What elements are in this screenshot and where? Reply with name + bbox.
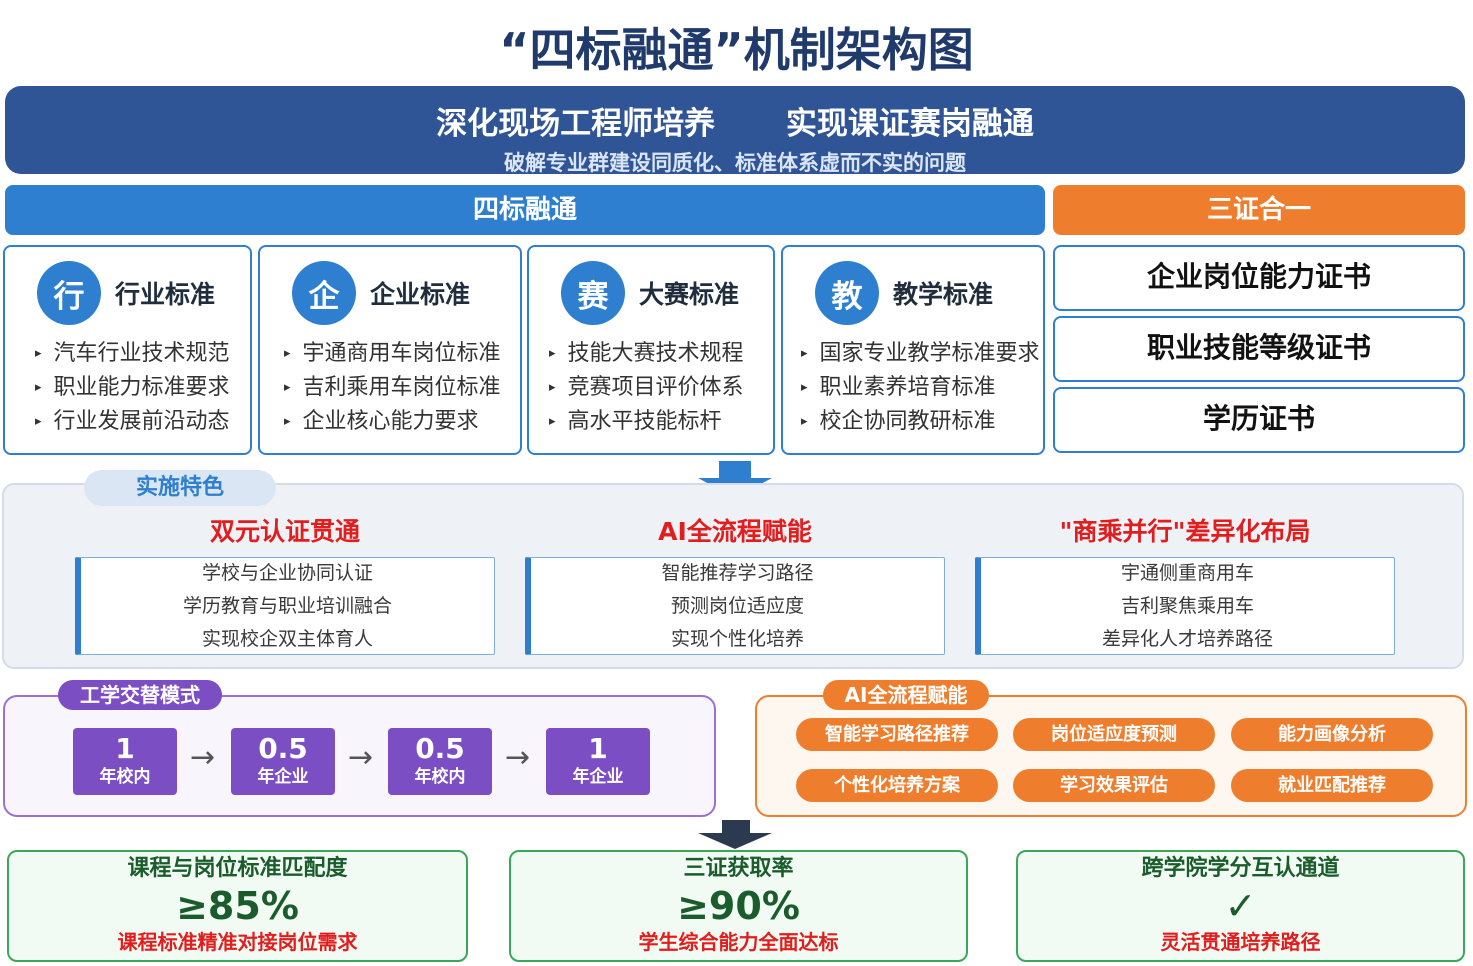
down-arrow-stem bbox=[722, 820, 750, 834]
work-study-tag: 工学交替模式 bbox=[58, 680, 222, 710]
standard-card-title: 大赛标准 bbox=[639, 280, 740, 309]
stage-duration: 0.5 bbox=[415, 732, 465, 765]
standard-card-enterprise: 企 企业标准 宇通商用车岗位标准 吉利乘用车岗位标准 企业核心能力要求 bbox=[258, 245, 522, 455]
standard-card-industry: 行 行业标准 汽车行业技术规范 职业能力标准要求 行业发展前沿动态 bbox=[3, 245, 252, 455]
feature-item: 学校与企业协同认证 bbox=[201, 562, 373, 584]
feature-item: 实现校企双主体育人 bbox=[201, 628, 373, 650]
metric-label: 课程与岗位标准匹配度 bbox=[127, 856, 348, 881]
standard-card-list: 技能大赛技术规程 竞赛项目评价体系 高水平技能标杆 bbox=[549, 337, 744, 439]
stage-duration: 1 bbox=[115, 732, 135, 765]
stage-location: 年企业 bbox=[572, 767, 624, 787]
banner-subtitle: 破解专业群建设同质化、标准体系虚而不实的问题 bbox=[504, 151, 966, 175]
list-item: 校企协同教研标准 bbox=[801, 405, 1040, 439]
list-item: 职业能力标准要求 bbox=[35, 371, 230, 405]
banner-main: 深化现场工程师培养 实现课证赛岗融通 bbox=[5, 98, 1465, 143]
feature-item: 宇通侧重商用车 bbox=[1120, 562, 1254, 584]
ai-feature-pill: 学习效果评估 bbox=[1013, 769, 1215, 802]
feature-title: "商乘并行"差异化布局 bbox=[1059, 517, 1311, 546]
ai-feature-pill: 个性化培养方案 bbox=[796, 769, 998, 802]
feature-title: AI全流程赋能 bbox=[658, 517, 812, 546]
stage-location: 年校内 bbox=[414, 767, 466, 787]
teaching-badge-icon: 教 bbox=[815, 261, 879, 325]
stage-location: 年校内 bbox=[99, 767, 151, 787]
feature-item: 实现个性化培养 bbox=[670, 628, 804, 650]
four-standards-header: 四标融通 bbox=[5, 185, 1045, 235]
enterprise-badge-icon: 企 bbox=[292, 261, 356, 325]
page-title: “四标融通”机制架构图 bbox=[499, 23, 974, 77]
cert-vocational-skill: 职业技能等级证书 bbox=[1053, 316, 1465, 382]
feature-item: 吉利聚焦乘用车 bbox=[1120, 595, 1254, 617]
arrow-right-icon: → bbox=[348, 740, 374, 775]
ai-feature-pill: 就业匹配推荐 bbox=[1231, 769, 1433, 802]
feature-box: 智能推荐学习路径 预测岗位适应度 实现个性化培养 bbox=[525, 557, 945, 655]
list-item: 技能大赛技术规程 bbox=[549, 337, 744, 371]
list-item: 宇通商用车岗位标准 bbox=[284, 337, 501, 371]
list-item: 竞赛项目评价体系 bbox=[549, 371, 744, 405]
feature-item: 智能推荐学习路径 bbox=[661, 562, 814, 584]
list-item: 汽车行业技术规范 bbox=[35, 337, 230, 371]
metric-label: 跨学院学分互认通道 bbox=[1141, 856, 1340, 881]
stage-block: 1 年企业 bbox=[546, 728, 650, 795]
feature-box: 学校与企业协同认证 学历教育与职业培训融合 实现校企双主体育人 bbox=[75, 557, 495, 655]
metric-value: ≥85% bbox=[176, 884, 299, 928]
feature-item: 学历教育与职业培训融合 bbox=[182, 595, 392, 617]
standard-card-title: 行业标准 bbox=[115, 280, 216, 309]
standard-card-list: 国家专业教学标准要求 职业素养培育标准 校企协同教研标准 bbox=[801, 337, 1040, 439]
metric-card: 课程与岗位标准匹配度 ≥85% 课程标准精准对接岗位需求 bbox=[7, 850, 468, 962]
banner-main-left: 深化现场工程师培养 bbox=[436, 106, 716, 142]
standard-card-list: 汽车行业技术规范 职业能力标准要求 行业发展前沿动态 bbox=[35, 337, 230, 439]
standard-card-title: 企业标准 bbox=[370, 280, 471, 309]
list-item: 企业核心能力要求 bbox=[284, 405, 501, 439]
ai-feature-pill: 智能学习路径推荐 bbox=[796, 718, 998, 751]
checkmark-icon: ✓ bbox=[1224, 884, 1257, 928]
list-item: 高水平技能标杆 bbox=[549, 405, 744, 439]
metric-note: 课程标准精准对接岗位需求 bbox=[117, 930, 358, 954]
ai-feature-pill: 岗位适应度预测 bbox=[1013, 718, 1215, 751]
metric-value: ≥90% bbox=[677, 884, 800, 928]
feature-title: 双元认证贯通 bbox=[209, 517, 360, 546]
list-item: 行业发展前沿动态 bbox=[35, 405, 230, 439]
ai-panel-tag: AI全流程赋能 bbox=[823, 680, 989, 710]
banner-main-right: 实现课证赛岗融通 bbox=[785, 106, 1034, 142]
cert-enterprise-ability: 企业岗位能力证书 bbox=[1053, 245, 1465, 311]
metric-note: 灵活贯通培养路径 bbox=[1160, 930, 1321, 954]
ai-feature-pill: 能力画像分析 bbox=[1231, 718, 1433, 751]
stage-location: 年企业 bbox=[257, 767, 309, 787]
stage-duration: 0.5 bbox=[258, 732, 308, 765]
competition-badge-icon: 赛 bbox=[561, 261, 625, 325]
feature-item: 预测岗位适应度 bbox=[670, 595, 804, 617]
metric-label: 三证获取率 bbox=[683, 856, 794, 881]
metric-card: 三证获取率 ≥90% 学生综合能力全面达标 bbox=[509, 850, 968, 962]
list-item: 职业素养培育标准 bbox=[801, 371, 1040, 405]
stage-duration: 1 bbox=[588, 732, 608, 765]
standard-card-competition: 赛 大赛标准 技能大赛技术规程 竞赛项目评价体系 高水平技能标杆 bbox=[527, 245, 775, 455]
three-certs-header: 三证合一 bbox=[1053, 185, 1465, 235]
goal-banner: 深化现场工程师培养 实现课证赛岗融通 破解专业群建设同质化、标准体系虚而不实的问… bbox=[5, 86, 1465, 175]
feature-box: 宇通侧重商用车 吉利聚焦乘用车 差异化人才培养路径 bbox=[975, 557, 1395, 655]
standard-card-list: 宇通商用车岗位标准 吉利乘用车岗位标准 企业核心能力要求 bbox=[284, 337, 501, 439]
down-arrow-stem bbox=[719, 461, 751, 479]
metric-card: 跨学院学分互认通道 ✓ 灵活贯通培养路径 bbox=[1016, 850, 1465, 962]
stage-block: 0.5 年校内 bbox=[388, 728, 492, 795]
feature-item: 差异化人才培养路径 bbox=[1101, 628, 1273, 650]
list-item: 吉利乘用车岗位标准 bbox=[284, 371, 501, 405]
arrow-right-icon: → bbox=[505, 740, 531, 775]
list-item: 国家专业教学标准要求 bbox=[801, 337, 1040, 371]
stage-block: 0.5 年企业 bbox=[231, 728, 335, 795]
stage-block: 1 年校内 bbox=[73, 728, 177, 795]
standard-card-title: 教学标准 bbox=[893, 280, 994, 309]
industry-badge-icon: 行 bbox=[37, 261, 101, 325]
cert-academic: 学历证书 bbox=[1053, 387, 1465, 453]
down-arrow-icon bbox=[698, 833, 772, 849]
standard-card-teaching: 教 教学标准 国家专业教学标准要求 职业素养培育标准 校企协同教研标准 bbox=[781, 245, 1045, 455]
arrow-right-icon: → bbox=[190, 740, 216, 775]
metric-note: 学生综合能力全面达标 bbox=[638, 930, 839, 954]
features-tag: 实施特色 bbox=[84, 470, 276, 506]
